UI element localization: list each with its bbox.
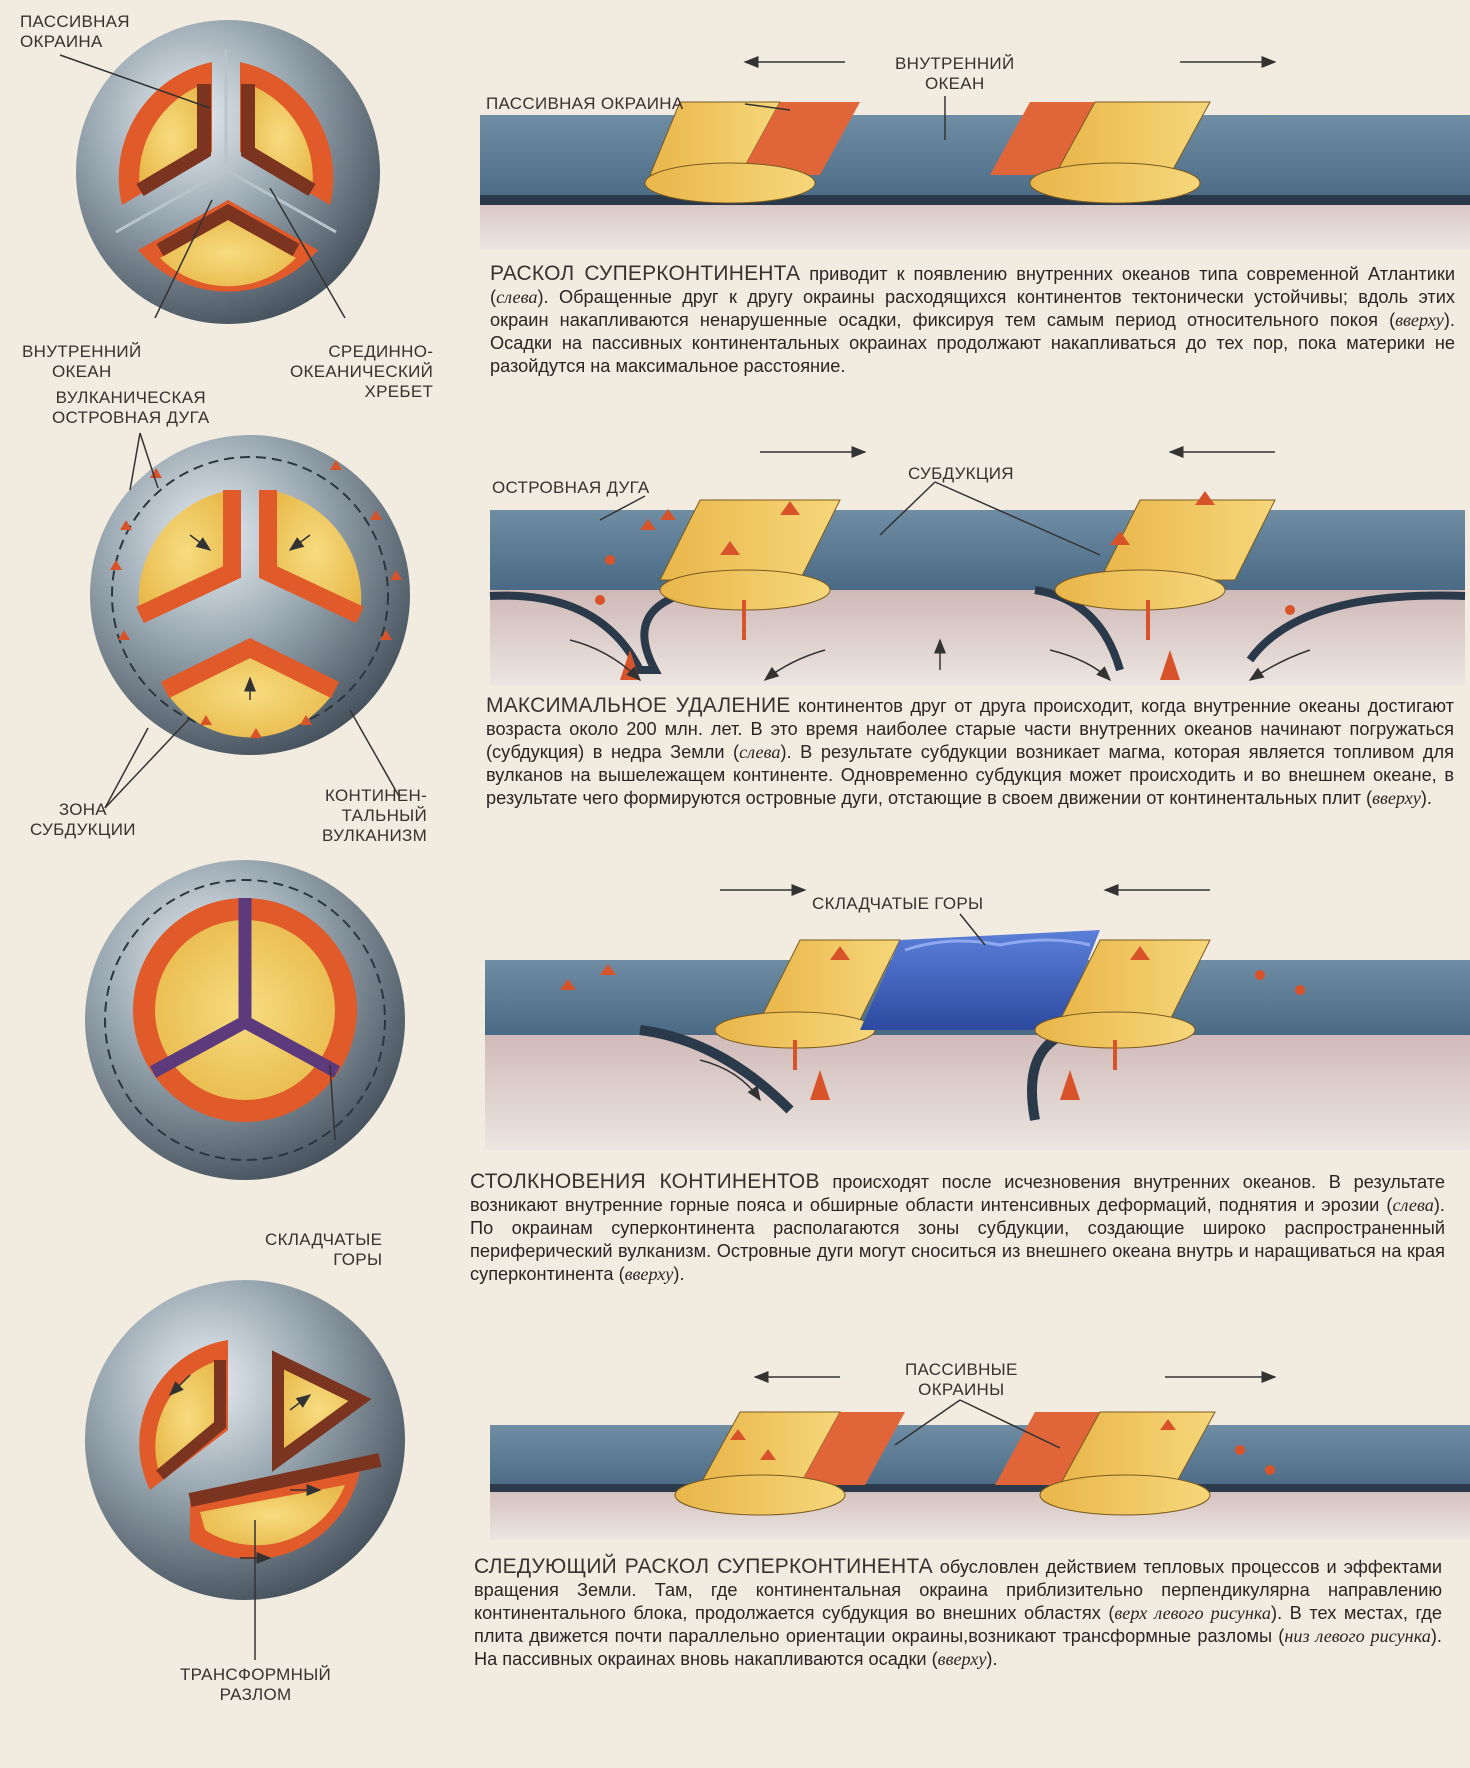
caption-next-rift: СЛЕДУЮЩИЙ РАСКОЛ СУПЕРКОНТИНЕНТА обуслов… (474, 1555, 1442, 1671)
label-fold-mountains: СКЛАДЧАТЫЕ ГОРЫ (812, 894, 983, 914)
section-collision (485, 890, 1470, 1150)
label-subduction: СУБДУКЦИЯ (908, 464, 1014, 484)
label-island-arc: ОСТРОВНАЯ ДУГА (492, 478, 650, 498)
globe-rift (60, 20, 380, 324)
globe-subduction (90, 433, 410, 808)
globe-collision (85, 860, 405, 1180)
section-new-rift (490, 1377, 1470, 1540)
caption-rift: РАСКОЛ СУПЕРКОНТИНЕНТА приводит к появле… (490, 262, 1455, 378)
label-passive-margin-section: ПАССИВНАЯ ОКРАИНА (486, 94, 684, 114)
caption-max-separation: МАКСИМАЛЬНОЕ УДАЛЕНИЕ континентов друг о… (486, 694, 1454, 810)
caption-collision: СТОЛКНОВЕНИЯ КОНТИНЕНТОВ происходят посл… (470, 1170, 1445, 1286)
globe-new-rift (85, 1280, 405, 1660)
